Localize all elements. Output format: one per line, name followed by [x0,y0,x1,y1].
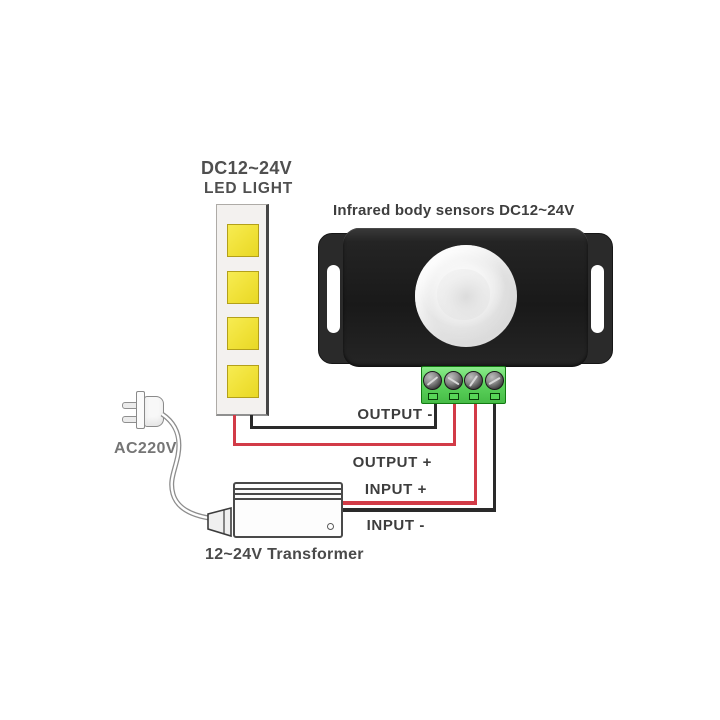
wire-output-plus-run [233,442,457,446]
transformer-ridge [235,488,341,490]
terminal-screw [485,371,504,390]
wire-input-plus-run [341,501,478,505]
plug-body [144,396,164,427]
terminal-wire-slot [448,393,459,400]
terminal-wire-slot [427,393,438,400]
transformer-ridge [235,493,341,495]
led-chip [227,224,259,257]
label-output-plus: OUTPUT + [352,454,432,471]
terminal-wire-slot [489,393,500,400]
dc-connector [207,506,232,538]
led-chip [227,365,259,398]
wire-input-minus-rise [493,400,497,512]
mounting-slot-left [327,265,340,333]
wire-output-minus-rise [433,400,437,429]
label-input-minus: INPUT - [366,517,425,534]
wire-output-plus-rise [453,400,457,446]
plug-prong-bottom [122,415,137,423]
wire-output-plus-drop [233,415,237,446]
led-chip [227,271,259,304]
led-chip [227,317,259,350]
transformer-indicator [327,523,334,530]
led-strip-title-line2: LED LIGHT [204,180,293,197]
wire-input-minus-run [341,508,497,512]
led-strip [216,204,269,416]
transformer [233,482,343,538]
pir-dome-lens [415,245,517,347]
label-transformer: 12~24V Transformer [205,546,364,563]
terminal-wire-slot [468,393,479,400]
label-output-minus: OUTPUT - [357,406,433,423]
transformer-ridge [235,498,341,500]
sensor-title: Infrared body sensors DC12~24V [333,202,575,219]
label-ac-voltage: AC220V [114,440,177,457]
mounting-slot-right [591,265,604,333]
wire-output-minus-run [250,425,437,429]
wire-output-minus-drop [250,415,254,429]
terminal-screw [444,371,463,390]
terminal-screw [464,371,483,390]
cable-highlight [161,413,210,520]
led-strip-title-line1: DC12~24V [201,158,292,178]
plug-prong-top [122,402,137,409]
terminal-block [421,366,506,404]
wire-input-plus-rise [474,400,478,505]
terminal-screw [423,371,442,390]
label-input-plus: INPUT + [364,481,427,498]
